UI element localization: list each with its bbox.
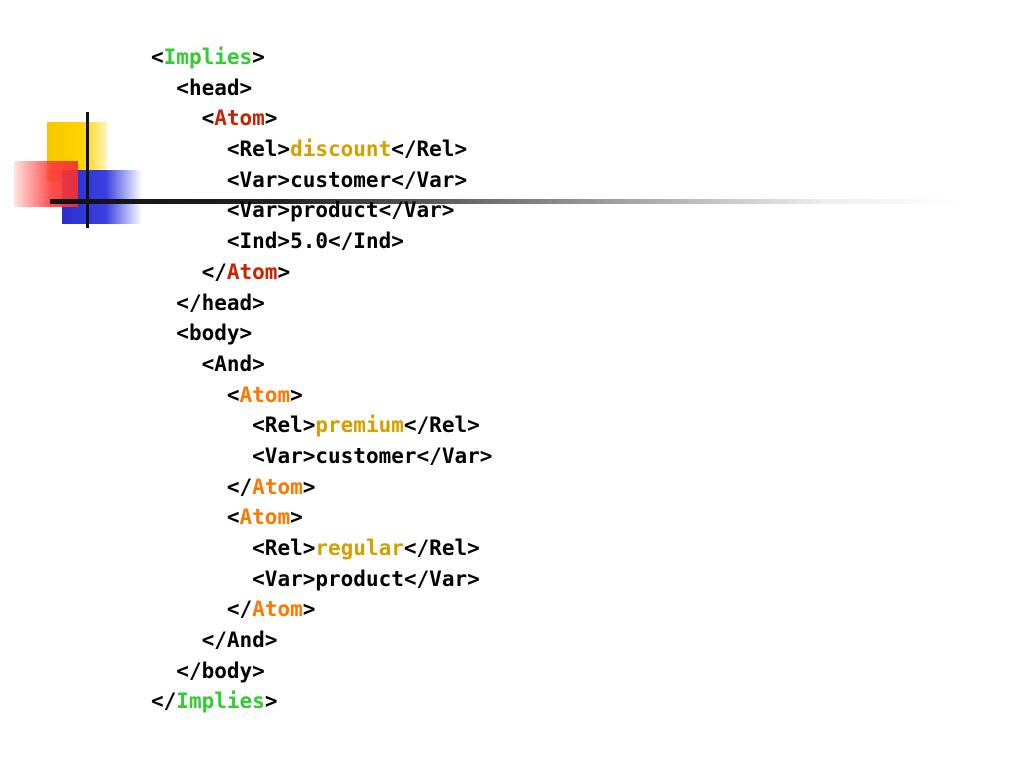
and-open-line: <And> <box>151 349 492 380</box>
head-var-product: product <box>290 198 379 223</box>
head-var1-line: <Var>customer</Var> <box>151 165 492 196</box>
var-close-tag: </Var> <box>378 198 455 223</box>
head-atom-close-line: </Atom> <box>151 259 291 284</box>
rel-open-tag: <Rel> <box>252 536 316 560</box>
body-close-tag: </body> <box>176 658 265 683</box>
rel-close-tag: </Rel> <box>403 413 480 438</box>
rel-close-tag: </Rel> <box>391 137 468 162</box>
head-ind-value: 5.0 <box>290 229 329 254</box>
atom-tag: Atom <box>252 597 303 622</box>
body-relation-premium: premium <box>315 413 404 438</box>
head-rel-line: <Rel>discount</Rel> <box>151 134 492 165</box>
body-open-tag: <body> <box>176 321 253 346</box>
implies-open-line: <Implies> <box>151 45 265 69</box>
head-var2-line: <Var>product</Var> <box>151 195 492 226</box>
var-close-tag: </Var> <box>403 566 480 591</box>
atom-tag: Atom <box>239 382 291 407</box>
rel-close-tag: </Rel> <box>403 536 480 560</box>
var-close-tag: </Var> <box>416 443 493 468</box>
head-relation: discount <box>290 137 392 162</box>
head-atom-open-line: <Atom> <box>151 106 278 131</box>
ind-open-tag: <Ind> <box>226 229 291 254</box>
and-close-line: </And> <box>151 625 492 656</box>
body-atom2-close-line: </Atom> <box>151 597 316 622</box>
head-open-line: <head> <box>151 73 492 104</box>
and-close-tag: </And> <box>201 628 278 653</box>
implies-tag: Implies <box>163 45 253 69</box>
rel-open-tag: <Rel> <box>226 137 291 162</box>
head-open-tag: <head> <box>176 75 253 100</box>
body-atom1-var-line: <Var>customer</Var> <box>151 441 492 472</box>
body-atom1-close-line: </Atom> <box>151 474 316 499</box>
var-open-tag: <Var> <box>226 198 291 223</box>
decorative-vertical-line <box>86 112 89 228</box>
head-close-line: </head> <box>151 288 492 319</box>
body-atom2-rel-line: <Rel>regular</Rel> <box>151 533 492 564</box>
body-atom2-var-line: <Var>product</Var> <box>151 564 492 595</box>
body-var-customer: customer <box>315 443 417 468</box>
var-open-tag: <Var> <box>252 566 316 591</box>
and-open-tag: <And> <box>201 351 265 376</box>
body-close-line: </body> <box>151 656 492 687</box>
head-ind-line: <Ind>5.0</Ind> <box>151 226 492 257</box>
atom-tag: Atom <box>252 474 303 499</box>
body-relation-regular: regular <box>315 536 404 560</box>
implies-close-line: </Implies> <box>151 689 278 714</box>
body-var-product: product <box>315 566 404 591</box>
implies-tag: Implies <box>176 689 265 714</box>
ind-close-tag: </Ind> <box>328 229 404 254</box>
decorative-horizontal-line <box>50 199 964 204</box>
atom-tag: Atom <box>226 259 278 284</box>
head-close-tag: </head> <box>176 290 265 315</box>
var-open-tag: <Var> <box>226 167 291 192</box>
ruleml-code-block: <Implies> <head> <Atom> <Rel>discount</R… <box>151 42 492 717</box>
body-open-line: <body> <box>151 318 492 349</box>
rel-open-tag: <Rel> <box>252 413 316 438</box>
body-atom2-open-line: <Atom> <box>151 505 303 530</box>
body-atom1-rel-line: <Rel>premium</Rel> <box>151 410 492 441</box>
atom-tag: Atom <box>239 505 291 530</box>
body-atom1-open-line: <Atom> <box>151 382 303 407</box>
head-var-customer: customer <box>290 167 392 192</box>
var-close-tag: </Var> <box>391 167 468 192</box>
atom-tag: Atom <box>214 106 265 131</box>
var-open-tag: <Var> <box>252 443 316 468</box>
